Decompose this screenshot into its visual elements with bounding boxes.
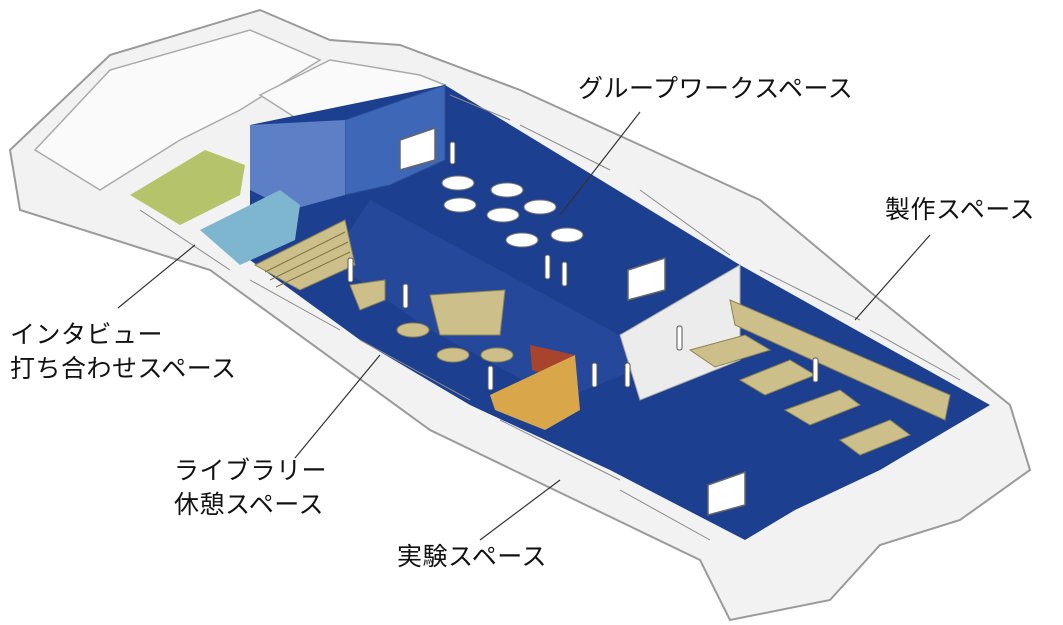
library-tables (396, 322, 514, 363)
person-icon (402, 283, 409, 309)
bookshelf-icon (253, 219, 356, 291)
central-floor (250, 85, 990, 540)
table-icon (486, 207, 520, 223)
group-work-tables (441, 175, 584, 248)
table-icon (523, 199, 557, 215)
person-icon (591, 362, 598, 388)
table-icon (396, 322, 430, 338)
library-bench (429, 289, 506, 336)
people (347, 141, 819, 391)
production-counter (729, 299, 951, 421)
person-icon (487, 365, 494, 391)
table-icon (490, 182, 524, 198)
person-icon (624, 362, 631, 388)
table-icon (838, 419, 912, 456)
table-icon (783, 389, 862, 426)
label-library-line1: ライブラリー (174, 456, 328, 485)
whiteboards (399, 126, 746, 516)
label-production-space: 製作スペース (885, 195, 1036, 224)
accent-wall-left (250, 120, 345, 210)
person-icon (544, 254, 551, 280)
table-icon (550, 227, 584, 243)
production-tables (688, 334, 912, 456)
label-library-line2: 休憩スペース (174, 490, 325, 519)
interview-room-green (130, 150, 245, 225)
label-interview-line1: インタビュー (10, 320, 164, 349)
person-icon (561, 261, 568, 287)
whiteboard-icon (707, 470, 746, 516)
person-icon (812, 357, 819, 383)
label-group-work-space: グループワークスペース (578, 74, 854, 103)
person-icon (449, 141, 456, 165)
whiteboard-icon (627, 256, 666, 301)
label-experiment-space: 実験スペース (397, 542, 548, 571)
person-icon (676, 325, 683, 351)
partition-orange (490, 355, 580, 430)
person-icon (347, 257, 354, 283)
interview-room-cyan (200, 190, 300, 265)
table-icon (443, 197, 477, 213)
table-icon (441, 175, 475, 191)
windows (139, 94, 961, 541)
table-icon (480, 347, 514, 363)
table-icon (436, 347, 470, 363)
table-icon (505, 232, 539, 248)
library-sofa (349, 279, 386, 311)
whiteboard-icon (399, 126, 436, 171)
label-interview-line2: 打ち合わせスペース (10, 354, 237, 383)
leader-lines (117, 111, 931, 541)
bookshelf-lines (264, 231, 351, 288)
table-icon (688, 334, 772, 368)
